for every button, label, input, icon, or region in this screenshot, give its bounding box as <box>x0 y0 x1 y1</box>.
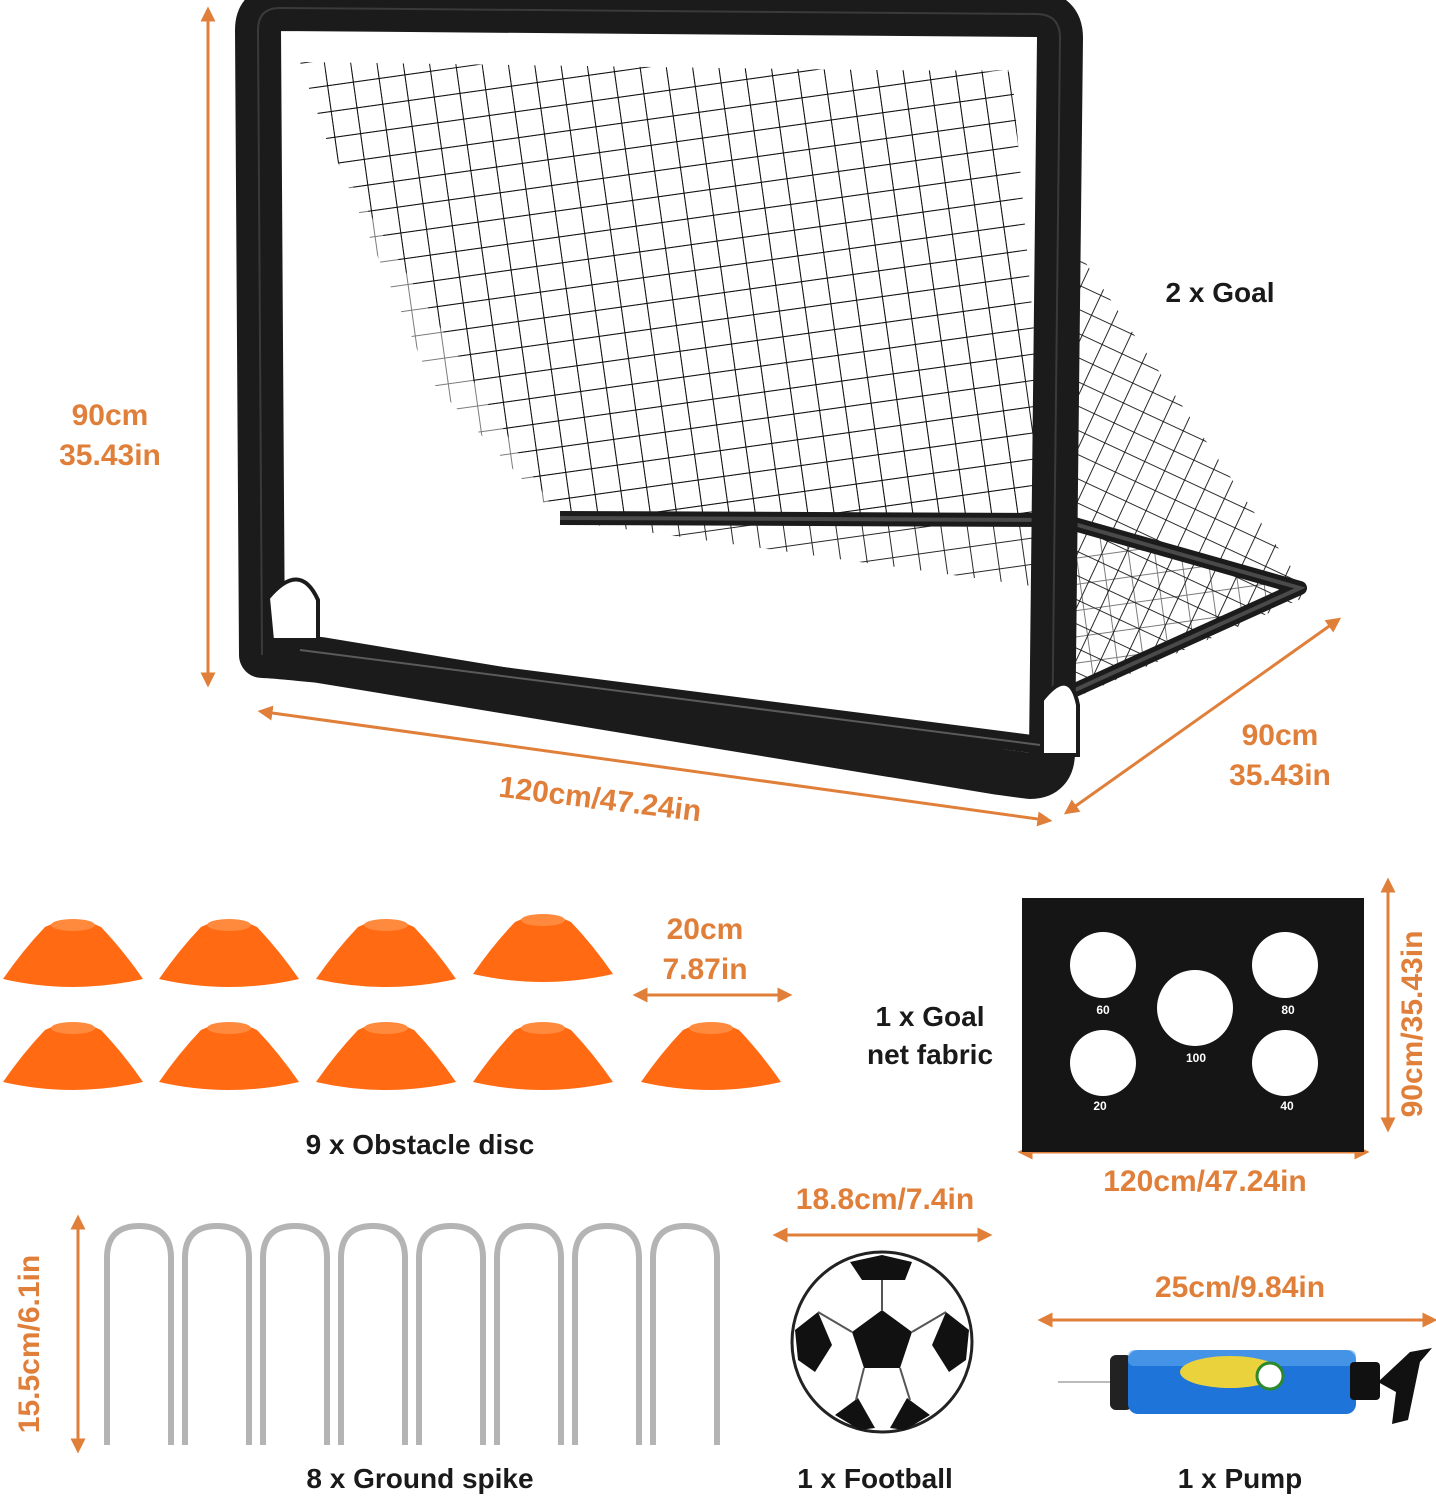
goal-height-in: 35.43in <box>59 439 161 472</box>
pump-label: 1 x Pump <box>1177 1463 1303 1494</box>
goal-depth-text: 90cm 35.43in <box>1200 716 1360 796</box>
obstacle-discs <box>3 914 781 1090</box>
fabric-height-text: 90cm/35.43in <box>1396 930 1429 1118</box>
fabric-width-text: 120cm/47.24in <box>1103 1165 1307 1198</box>
fabric-score-100: 100 <box>1185 1051 1207 1065</box>
ground-spikes <box>104 1222 720 1445</box>
fabric-hole-80 <box>1252 932 1318 998</box>
fabric-score-80: 80 <box>1281 1003 1295 1017</box>
obstacle-disc <box>3 919 143 987</box>
goal-net-fabric <box>1022 898 1364 1152</box>
ground-spike <box>494 1222 564 1445</box>
obstacle-disc <box>473 914 613 982</box>
ground-spike <box>104 1222 174 1445</box>
football-illustration <box>790 1250 974 1434</box>
goal-corner-left <box>265 577 320 642</box>
obstacle-disc <box>473 1022 613 1090</box>
fabric-score-40: 40 <box>1280 1099 1294 1113</box>
goal-label: 2 x Goal <box>1165 277 1275 308</box>
disc-size-in: 7.87in <box>662 953 748 986</box>
ground-spike <box>572 1222 642 1445</box>
obstacle-disc <box>641 1022 781 1090</box>
obstacle-disc <box>159 1022 299 1090</box>
goal-depth-line <box>1063 617 1342 815</box>
ground-spike <box>182 1222 252 1445</box>
football-size-text: 18.8cm/7.4in <box>795 1183 975 1216</box>
disc-size-cm: 20cm <box>666 913 744 946</box>
goal-height-text: 90cm 35.43in <box>20 396 200 476</box>
goal-depth-cm: 90cm <box>1241 719 1319 752</box>
fabric-hole-40 <box>1252 1030 1318 1096</box>
pump-size-text: 25cm/9.84in <box>1154 1271 1326 1304</box>
fabric-hole-100 <box>1157 970 1233 1046</box>
disc-label: 9 x Obstacle disc <box>305 1129 535 1160</box>
ground-spike <box>416 1222 486 1445</box>
spike-label: 8 x Ground spike <box>306 1463 534 1494</box>
spike-height-text: 15.5cm/6.1in <box>13 1254 46 1434</box>
fabric-score-60: 60 <box>1096 1003 1110 1017</box>
fabric-score-20: 20 <box>1093 1099 1107 1113</box>
goal-height-cm: 90cm <box>71 399 149 432</box>
obstacle-disc <box>3 1022 143 1090</box>
fabric-hole-60 <box>1070 932 1136 998</box>
fabric-label: 1 x Goal net fabric <box>840 998 1020 1074</box>
disc-size-text: 20cm 7.87in <box>630 910 780 990</box>
goal-net-floor <box>330 150 1060 590</box>
ground-spike <box>260 1222 330 1445</box>
pump-illustration <box>1058 1348 1432 1424</box>
goal-corner-right <box>1040 681 1080 757</box>
obstacle-disc <box>159 919 299 987</box>
fabric-hole-20 <box>1070 1030 1136 1096</box>
goal-width-line <box>257 705 1053 827</box>
football-label: 1 x Football <box>797 1463 953 1494</box>
goal-depth-in: 35.43in <box>1229 759 1331 792</box>
fabric-label-line2: net fabric <box>866 1039 994 1070</box>
obstacle-disc <box>316 919 456 987</box>
obstacle-disc <box>316 1022 456 1090</box>
ground-spike <box>650 1222 720 1445</box>
fabric-label-line1: 1 x Goal <box>875 1001 985 1032</box>
ground-spike <box>338 1222 408 1445</box>
